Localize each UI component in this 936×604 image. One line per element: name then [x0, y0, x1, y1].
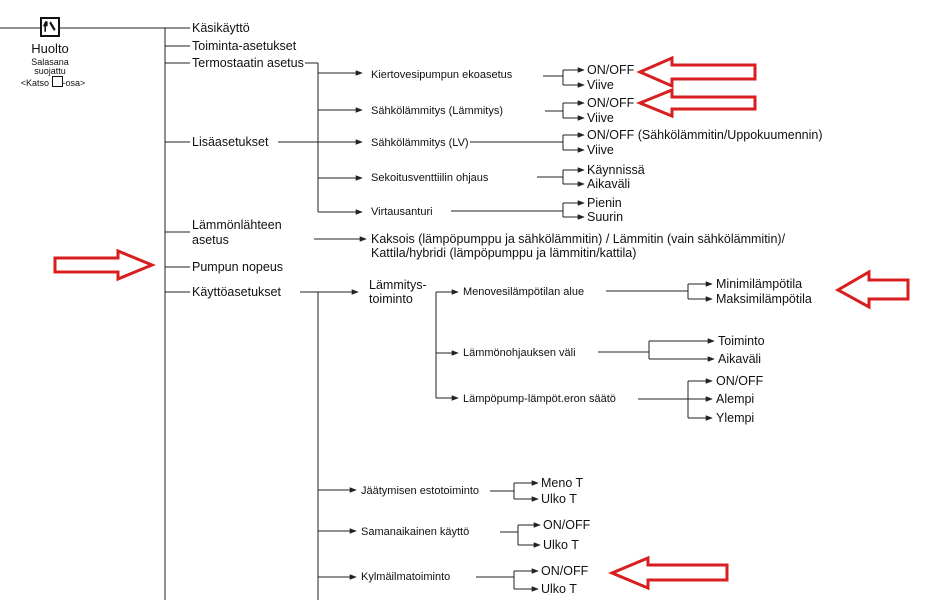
menu-thermostat: Termostaatin asetus	[191, 56, 305, 70]
leaf-running: Käynnissä	[586, 163, 646, 177]
cold-on-off: ON/OFF	[540, 564, 590, 578]
diff-on-off: ON/OFF	[715, 374, 765, 388]
item-elec-heating-lv: Sähkölämmitys (LV)	[370, 136, 470, 150]
heating-function-2: toiminto	[368, 292, 414, 306]
cold-air-function: Kylmäilmatoiminto	[360, 570, 452, 584]
item-circ-pump-eco: Kiertovesipumpun ekoasetus	[370, 68, 514, 82]
see-section-note: <Katso -osa>	[20, 76, 86, 88]
highlight-arrow-cold-air	[608, 555, 729, 591]
leaf-eco-on-off: ON/OFF	[586, 63, 636, 77]
heating-function-1: Lämmitys-	[368, 278, 428, 292]
password-note-2: suojattu	[34, 66, 66, 76]
diff-lower: Alempi	[715, 392, 756, 406]
simul-on-off: ON/OFF	[542, 518, 592, 532]
service-title: Huolto	[31, 41, 69, 56]
supply-temp-range: Menovesilämpötilan alue	[462, 285, 586, 299]
highlight-arrow-temp-range	[834, 269, 910, 310]
freeze-supply-t: Meno T	[540, 476, 585, 490]
ctrl-function: Toiminto	[717, 334, 766, 348]
service-wrench-icon	[40, 17, 60, 37]
heat-source-options-1: Kaksois (lämpöpumppu ja sähkölämmitin) /…	[370, 232, 787, 246]
leaf-interval: Aikaväli	[586, 177, 632, 191]
menu-additional: Lisäasetukset	[191, 135, 270, 149]
heat-control-interval: Lämmönohjauksen väli	[462, 346, 577, 360]
leaf-lv-delay: Viive	[586, 143, 615, 157]
leaf-heating-delay: Viive	[586, 111, 615, 125]
password-note-1: Salasana	[31, 57, 69, 67]
leaf-eco-delay: Viive	[586, 78, 615, 92]
diff-upper: Ylempi	[715, 411, 756, 425]
item-mixing-valve: Sekoitusventtiilin ohjaus	[370, 171, 490, 185]
menu-operation: Käyttöasetukset	[191, 285, 282, 299]
highlight-arrow-pump-speed	[53, 248, 156, 282]
menu-manual: Käsikäyttö	[191, 21, 251, 35]
leaf-heating-on-off: ON/OFF	[586, 96, 636, 110]
simultaneous-use: Samanaikainen käyttö	[360, 525, 471, 539]
heat-source-options-2: Kattila/hybridi (lämpöpumppu ja lämmitin…	[370, 246, 638, 260]
menu-pump-speed: Pumpun nopeus	[191, 260, 285, 274]
simul-outdoor-t: Ulko T	[542, 538, 580, 552]
section-icon	[51, 76, 63, 87]
item-flow-sensor: Virtausanturi	[370, 205, 434, 219]
freeze-outdoor-t: Ulko T	[540, 492, 578, 506]
ctrl-interval: Aikaväli	[717, 352, 763, 366]
min-temp: Minimilämpötila	[715, 277, 804, 291]
hp-temp-diff: Lämpöpump-lämpöt.eron säätö	[462, 392, 617, 406]
cold-outdoor-t: Ulko T	[540, 582, 578, 596]
freeze-protection: Jäätymisen estotoiminto	[360, 484, 480, 498]
leaf-min: Pienin	[586, 196, 623, 210]
leaf-max: Suurin	[586, 210, 625, 224]
menu-heat-source-1: Lämmönlähteen	[191, 218, 283, 232]
highlight-arrow-eco	[636, 55, 757, 89]
menu-function-settings: Toiminta-asetukset	[191, 39, 298, 53]
item-elec-heating: Sähkölämmitys (Lämmitys)	[370, 104, 505, 118]
leaf-lv-on-off: ON/OFF (Sähkölämmitin/Uppokuumennin)	[586, 128, 824, 142]
max-temp: Maksimilämpötila	[715, 292, 813, 306]
highlight-arrow-elec-heating	[636, 87, 757, 119]
menu-heat-source-2: asetus	[191, 233, 230, 247]
